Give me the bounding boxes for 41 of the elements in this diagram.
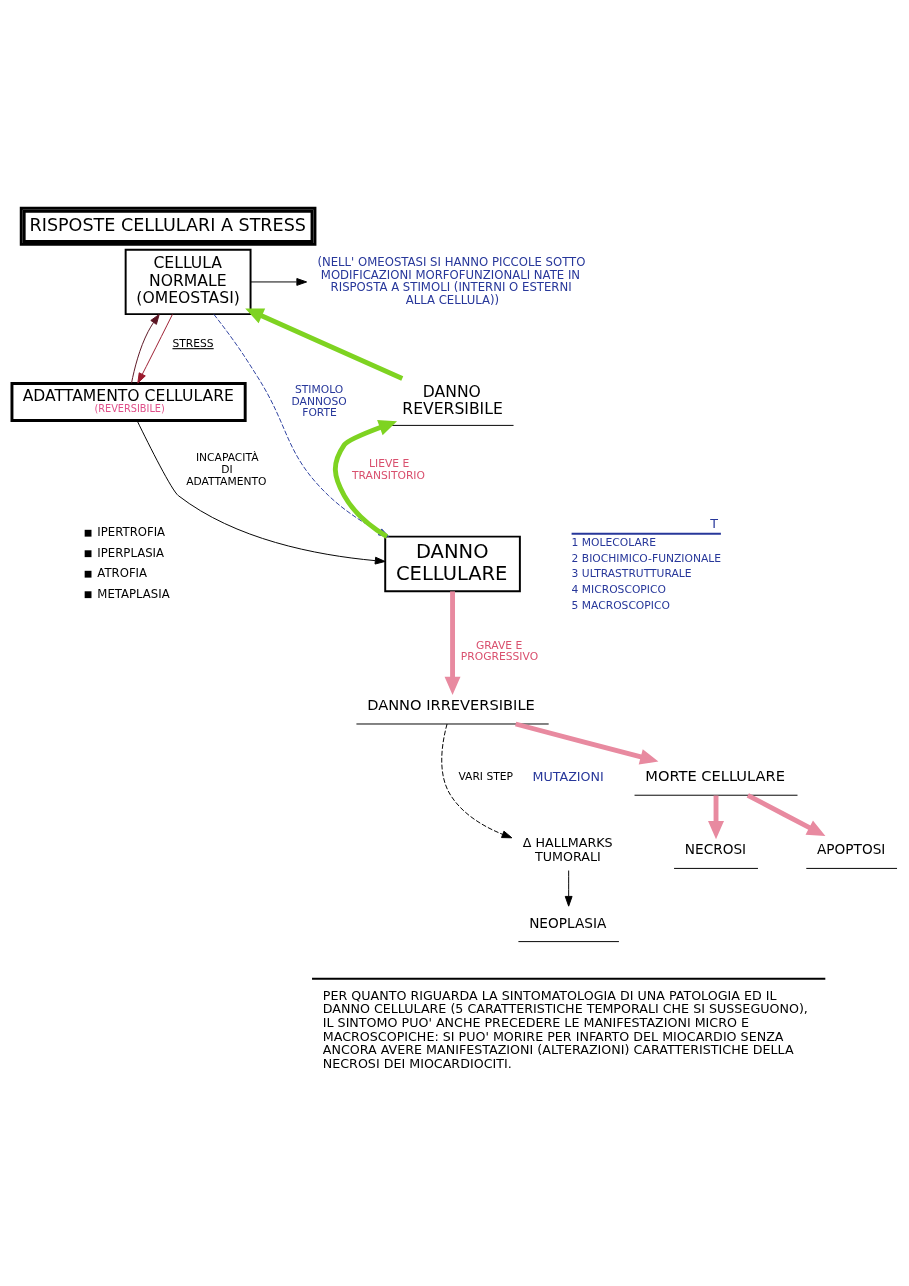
arrow	[137, 313, 173, 384]
arrow	[746, 793, 826, 837]
label: T	[710, 516, 718, 532]
node-text: NEOPLASIA	[529, 914, 607, 931]
arrow	[444, 591, 461, 695]
arrow	[245, 308, 404, 381]
node-text: DANNO IRREVERSIBILE	[367, 695, 535, 713]
arrow	[136, 420, 386, 565]
edge-label: STIMOLO DANNOSO FORTE	[291, 382, 347, 420]
edge-label: STRESS	[172, 337, 214, 351]
label: 1 MOLECOLARE	[571, 536, 656, 550]
node-text: DANNO REVERSIBILE	[402, 382, 503, 419]
arrow	[708, 795, 725, 840]
arrow	[250, 278, 308, 286]
node-label: METAPLASIA	[97, 586, 170, 601]
node-text: MORTE CELLULARE	[645, 767, 785, 785]
label: MUTAZIONI	[532, 768, 604, 784]
label: 3 ULTRASTRUTTURALE	[571, 567, 692, 581]
node-text: APOPTOSI	[817, 841, 886, 858]
node-label: ATROFIA	[97, 566, 148, 581]
arrow	[441, 723, 513, 839]
node-box: DANNO CELLULARE	[384, 535, 521, 593]
node-label: IPERPLASIA	[97, 545, 165, 560]
arrow	[131, 313, 160, 384]
node-box: ADATTAMENTO CELLULARE (REVERSIBILE)	[10, 381, 247, 422]
label: 4 MICROSCOPICO	[571, 583, 666, 597]
edge-label: VARI STEP	[458, 770, 513, 784]
diagram-title: RISPOSTE CELLULARI A STRESS	[29, 214, 306, 235]
label: 5 MACROSCOPICO	[571, 598, 670, 612]
label: PER QUANTO RIGUARDA LA SINTOMATOLOGIA DI UNA PATOLOGIA ED IL DANNO CELLULARE (5 CARATTERISTICHE TEMPORALI CHE SI SUSSEGUONO), IL SINTOMO PUO' ANCHE PRECEDERE LE MANIFESTAZIONI MICRO E MACROSCOPICHE: SI PUO' MORIRE PER INFARTO DEL MIOCARDIO SENZA ANCORA AVERE MANIFESTAZIONI (ALTERAZIONI) CARATTERISTICHE DELLA NECROSI DEI MIOCARDIOCITI.	[322, 987, 808, 1071]
node-text: Δ HALLMARKS TUMORALI	[522, 835, 613, 864]
arrow	[564, 870, 573, 907]
edge-label: GRAVE E PROGRESSIVO	[460, 638, 539, 664]
edge-label: INCAPACITÀ DI ADATTAMENTO	[186, 451, 267, 488]
arrow	[515, 721, 659, 765]
node-text: NECROSI	[684, 841, 747, 858]
edge-label: LIEVE E TRANSITORIO	[352, 457, 425, 482]
node-box: CELLULA NORMALE (OMEOSTASI)	[124, 248, 252, 316]
node-label: IPERTROFIA	[97, 525, 166, 540]
label: 2 BIOCHIMICO-FUNZIONALE	[571, 551, 722, 565]
node-text: (NELL' OMEOSTASI SI HANNO PICCOLE SOTTO MODIFICAZIONI MORFOFUNZIONALI NATE IN RISPOSTA A STIMOLI (INTERNI O ESTERNI ALLA CELLULA))	[317, 254, 586, 307]
